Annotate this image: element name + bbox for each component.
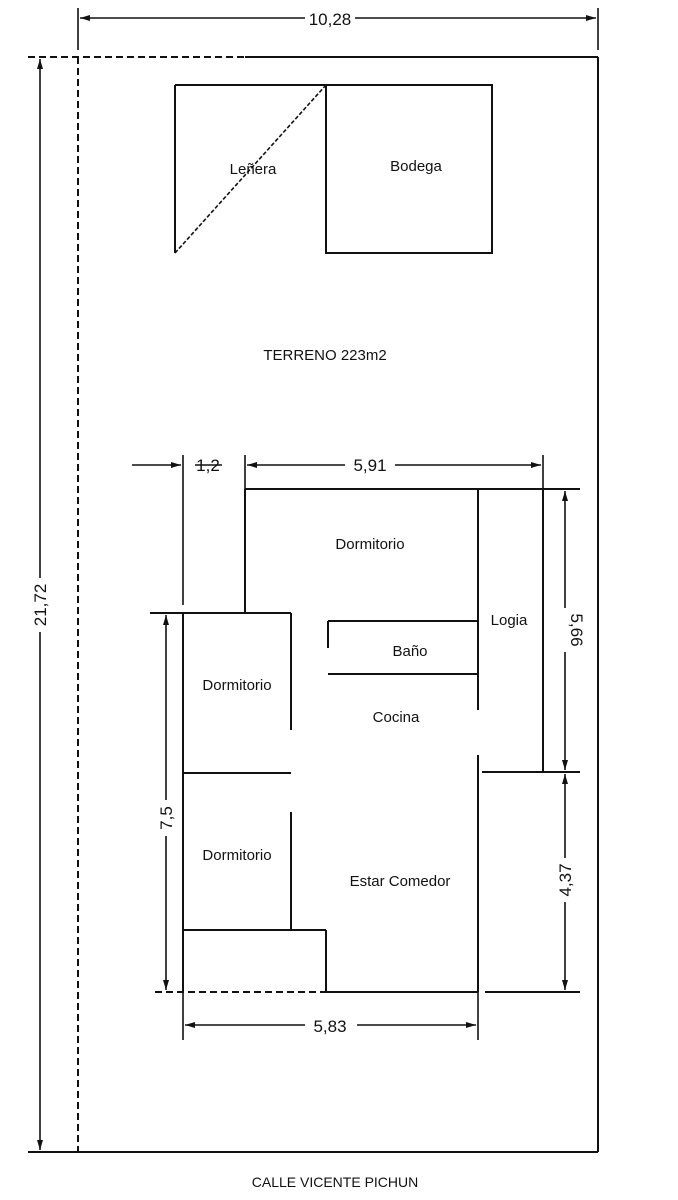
setback-label: 1,2 [196,456,220,475]
street-label: CALLE VICENTE PICHUN [252,1174,418,1190]
lot-boundary [28,56,599,1153]
terreno-label: TERRENO 223m2 [263,347,386,364]
room-dormitorio-left-lower: Dormitorio [202,847,271,864]
room-lenera: Leñera [230,161,277,178]
lower-depth-label: 4,37 [556,863,575,896]
house-walls [150,488,580,993]
room-bano: Baño [392,643,427,660]
house-left-dimension: 7,5 [156,615,176,990]
house-bottom-dimension: 5,83 [182,992,479,1040]
room-logia: Logia [491,612,528,629]
outbuildings: Leñera Bodega [174,84,493,254]
upper-depth-label: 5,66 [567,613,586,646]
room-cocina: Cocina [373,709,420,726]
lot-width-dimension: 10,28 [77,8,599,50]
room-dormitorio-top: Dormitorio [335,536,404,553]
left-depth-label: 7,5 [157,806,176,830]
house-right-dimensions: 5,66 4,37 [555,491,586,990]
room-bodega: Bodega [390,158,442,175]
house-top-dimensions: 1,2 5,91 [132,455,544,605]
house-top-width-label: 5,91 [353,456,386,475]
room-estar-comedor: Estar Comedor [350,873,451,890]
room-dormitorio-left-upper: Dormitorio [202,677,271,694]
bottom-width-label: 5,83 [313,1017,346,1036]
lot-length-label: 21,72 [31,584,50,627]
lot-width-label: 10,28 [309,10,352,29]
lot-length-dimension: 21,72 [30,59,50,1150]
